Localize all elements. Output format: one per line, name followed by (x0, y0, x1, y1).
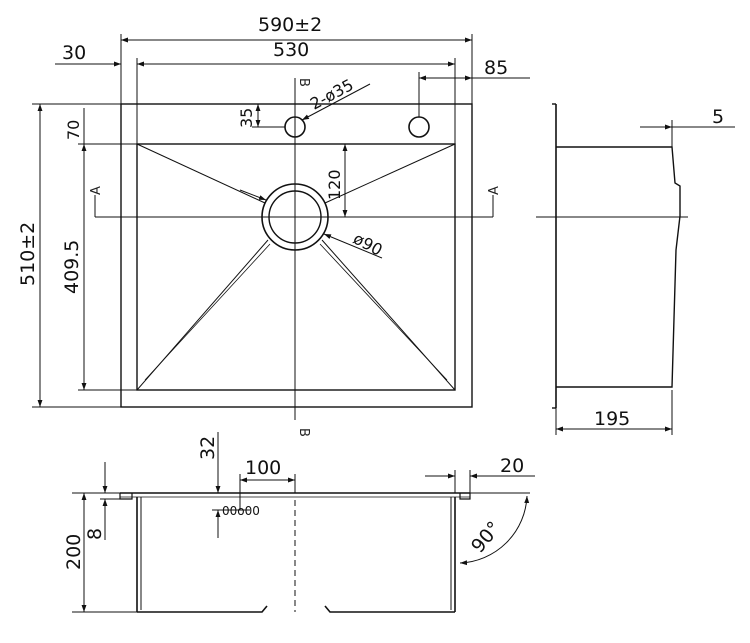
tap-hole (408, 116, 430, 138)
inner-bowl (136, 143, 456, 391)
section-label-a: A (487, 186, 502, 195)
top-view (32, 34, 530, 420)
front-view (72, 432, 535, 613)
section-label-b: B (296, 428, 311, 437)
side-profile (556, 146, 681, 388)
dim-overflow-height: 32 (197, 436, 219, 460)
outer-rim (120, 103, 473, 408)
dim-hole-offset: 35 (237, 108, 256, 128)
dim-holes: 2-ø35 (307, 75, 357, 113)
dim-left-margin: 30 (62, 42, 86, 64)
dim-drain-diameter: ø90 (350, 229, 386, 260)
bowl-bottom-left (137, 605, 268, 613)
slope-line (319, 243, 448, 381)
dim-rim: 5 (712, 106, 724, 128)
dim-right-offset: 85 (484, 57, 508, 79)
dim-height: 200 (63, 534, 85, 570)
section-label-a: A (89, 186, 104, 195)
dim-lip: 8 (84, 528, 106, 540)
dim-inner-depth: 409.5 (61, 240, 83, 294)
slope-line (136, 143, 266, 204)
side-view (536, 103, 735, 435)
dim-drain-offset: 120 (325, 169, 344, 200)
dim-angle: 90° (467, 517, 506, 557)
slope-line (144, 243, 271, 381)
bowl-bottom-right (324, 605, 455, 613)
dim-depth: 195 (594, 408, 630, 430)
dim-overflow-width: 100 (245, 457, 281, 479)
angle-arc (459, 495, 530, 566)
overflow-slot: 00o00 (222, 504, 260, 518)
dim-top-margin: 70 (64, 120, 83, 140)
dim-rim-width: 20 (500, 455, 524, 477)
section-label-b: B (296, 78, 311, 87)
dim-overall-width: 590±2 (258, 14, 322, 36)
dim-inner-width: 530 (273, 39, 309, 61)
dim-overall-depth: 510±2 (17, 222, 39, 286)
